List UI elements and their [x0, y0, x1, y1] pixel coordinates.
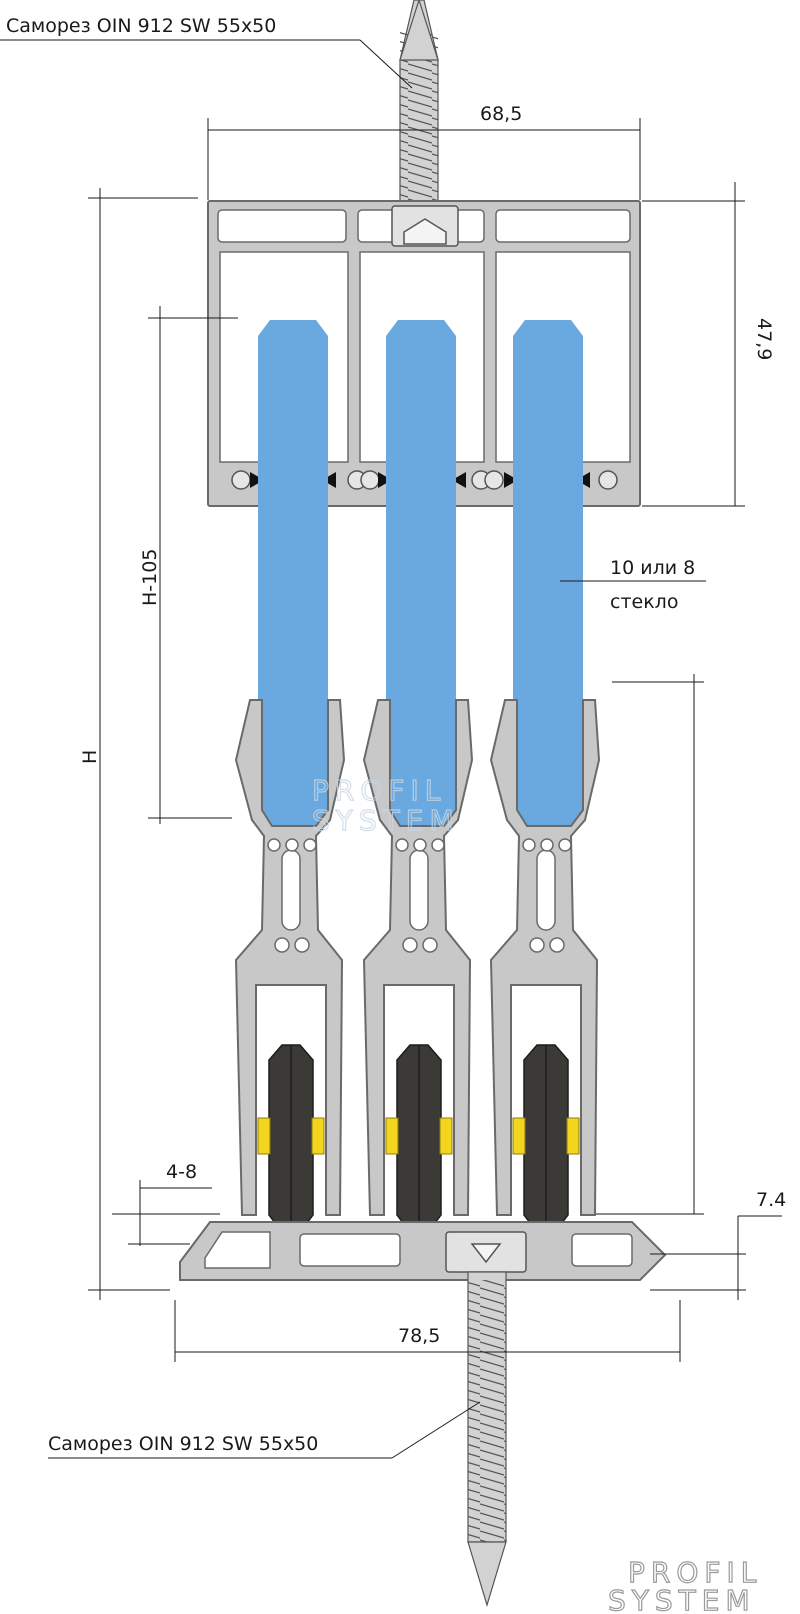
watermark-center-line2: SYSTEM [312, 804, 460, 837]
glass-panes [258, 320, 583, 826]
dim-glass-height-label: H-105 [139, 549, 161, 606]
watermark-corner-line2: SYSTEM [608, 1584, 756, 1614]
watermark-center-line1: PROFIL [312, 774, 446, 807]
glass-thickness-label-line2: стекло [610, 591, 678, 613]
glass-thickness-label-line1: 10 или 8 [610, 557, 695, 579]
carrier-2 [362, 699, 474, 1233]
dim-total-height-label: H [79, 750, 101, 764]
dim-bottom-width-label: 78,5 [398, 1325, 440, 1347]
watermark-corner: PROFIL SYSTEM [607, 1555, 762, 1614]
top-screw [399, 0, 439, 216]
bottom-screw-label: Саморез OIN 912 SW 55x50 [48, 1433, 318, 1455]
bottom-screw [467, 1271, 507, 1608]
top-screw-label: Саморез OIN 912 SW 55x50 [6, 15, 276, 37]
glass-pane-3 [513, 320, 583, 826]
watermark-center: PROFIL SYSTEM [311, 773, 460, 837]
bottom-rail [179, 1221, 667, 1281]
glass-pane-2 [386, 320, 456, 826]
dim-bottom-height-label: 7.4 [756, 1189, 786, 1211]
bottom-carriers [234, 699, 601, 1233]
glass-pane-1 [258, 320, 328, 826]
dim-gap-label: 4-8 [166, 1161, 197, 1183]
seal-clips [231, 470, 618, 490]
dim-top-width-label: 68,5 [480, 103, 522, 125]
carrier-3 [489, 699, 601, 1233]
watermark-corner-line1: PROFIL [628, 1556, 762, 1589]
dim-top-height-label: 47,9 [753, 318, 775, 360]
dimension-lines [0, 39, 782, 1459]
